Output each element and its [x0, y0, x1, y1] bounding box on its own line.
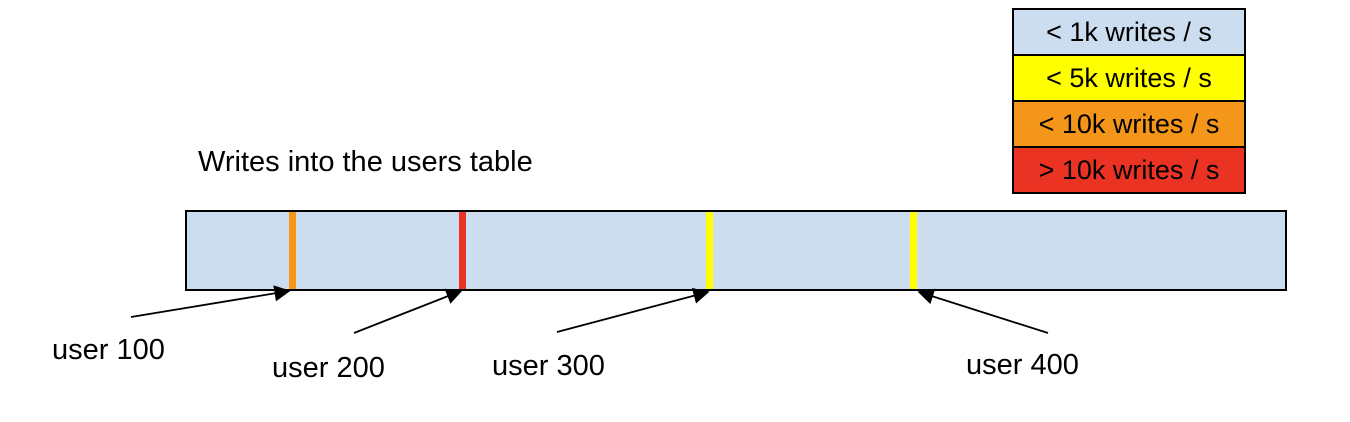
label-user-100: user 100	[52, 334, 165, 366]
legend-label-gt-10k: > 10k writes / s	[1038, 154, 1220, 185]
marker-user-400	[910, 212, 917, 289]
legend-row-gt-10k: > 10k writes / s	[1012, 146, 1246, 194]
legend-label-lt-1k: < 1k writes / s	[1046, 16, 1212, 47]
arrow-user-300	[556, 287, 710, 333]
legend-label-lt-10k: < 10k writes / s	[1038, 108, 1220, 139]
label-user-400: user 400	[966, 349, 1079, 381]
marker-user-100	[289, 212, 296, 289]
legend-row-lt-1k: < 1k writes / s	[1012, 8, 1246, 56]
users-table-bar	[185, 210, 1287, 291]
arrow-user-400	[917, 288, 1049, 334]
arrow-user-100	[130, 285, 291, 318]
marker-user-200	[459, 212, 466, 289]
legend-label-lt-5k: < 5k writes / s	[1046, 62, 1212, 93]
marker-user-300	[706, 212, 713, 289]
label-user-200: user 200	[272, 352, 385, 384]
legend-row-lt-5k: < 5k writes / s	[1012, 54, 1246, 102]
legend-row-lt-10k: < 10k writes / s	[1012, 100, 1246, 148]
arrow-user-200	[353, 288, 463, 334]
legend: < 1k writes / s < 5k writes / s < 10k wr…	[1012, 8, 1246, 194]
label-user-300: user 300	[492, 350, 605, 382]
diagram-title: Writes into the users table	[198, 146, 533, 178]
